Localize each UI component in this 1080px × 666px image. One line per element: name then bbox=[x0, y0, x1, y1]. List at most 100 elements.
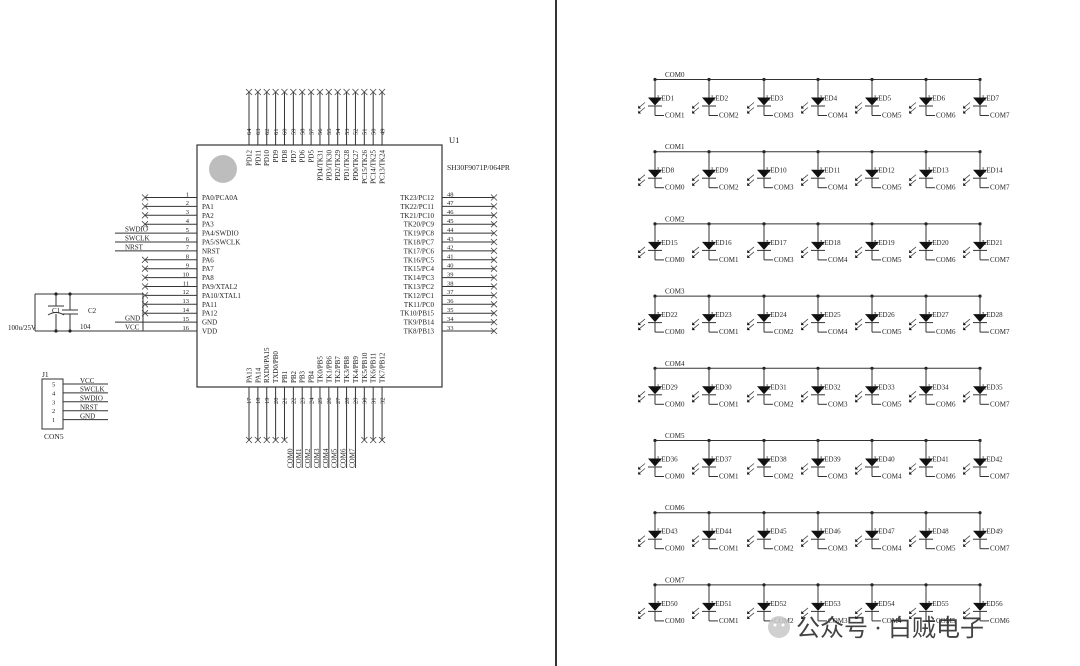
cathode-net-label: COM3 bbox=[774, 256, 794, 264]
cathode-net-label: COM1 bbox=[719, 256, 739, 264]
led-label: LED2 bbox=[711, 95, 729, 103]
pin1-marker bbox=[209, 155, 237, 183]
led-label: LED54 bbox=[874, 600, 895, 608]
pin-number: 20 bbox=[273, 398, 280, 405]
pin-number: 12 bbox=[183, 289, 190, 296]
row-com-label: COM6 bbox=[665, 504, 685, 512]
pin-name: VDD bbox=[202, 328, 217, 336]
pin-number: 50 bbox=[370, 129, 377, 136]
led-label: LED35 bbox=[982, 383, 1003, 391]
pin-number: 57 bbox=[308, 128, 315, 135]
led-diode-symbol bbox=[865, 530, 879, 539]
led-label: LED25 bbox=[820, 311, 841, 319]
led-diode-symbol bbox=[865, 602, 879, 611]
pin-name: PD3/TK30 bbox=[325, 150, 333, 181]
mcu-part-number: SH30F9071P/064PR bbox=[447, 163, 510, 172]
pin-number: 16 bbox=[183, 325, 190, 332]
row-com-label: COM7 bbox=[665, 576, 685, 584]
pin-name: PA2 bbox=[202, 212, 214, 220]
watermark: 公众号 · 白贼电子 bbox=[768, 615, 984, 642]
led-label: LED39 bbox=[820, 456, 841, 464]
led-diode-symbol bbox=[973, 602, 987, 611]
cathode-net-label: COM1 bbox=[719, 328, 739, 336]
connector-ref: J1 bbox=[42, 370, 49, 379]
led-label: LED45 bbox=[766, 528, 787, 536]
led-diode-symbol bbox=[648, 314, 662, 323]
led-label: LED13 bbox=[928, 167, 949, 175]
led-row-com7: COM7LED50COM0LED51COM1LED52COM2LED53COM3… bbox=[638, 576, 1010, 625]
pin-name: TK3/PB8 bbox=[343, 356, 351, 383]
pin-number: 23 bbox=[299, 398, 306, 405]
cathode-net-label: COM5 bbox=[936, 545, 956, 553]
pin-number: 55 bbox=[326, 129, 333, 136]
cathode-net-label: COM7 bbox=[990, 328, 1010, 336]
cathode-net-label: COM6 bbox=[990, 617, 1010, 625]
pin-name: TK2/PB7 bbox=[334, 356, 342, 383]
cathode-net-label: COM5 bbox=[882, 184, 902, 192]
pin-name: GND bbox=[202, 319, 217, 327]
cathode-net-label: COM7 bbox=[990, 184, 1010, 192]
pin-name: TK20/PC9 bbox=[404, 221, 435, 229]
led-label: LED5 bbox=[874, 95, 892, 103]
led-diode-symbol bbox=[973, 314, 987, 323]
led-diode-symbol bbox=[702, 241, 716, 250]
pin-name: PA13 bbox=[246, 367, 254, 383]
cathode-net-label: COM5 bbox=[936, 617, 956, 625]
led-label: LED1 bbox=[657, 95, 675, 103]
cathode-net-label: COM0 bbox=[665, 473, 685, 481]
led-diode-symbol bbox=[865, 97, 879, 106]
led-row-com2: COM2LED15COM0LED16COM1LED17COM3LED18COM4… bbox=[638, 215, 1010, 264]
pin-number: 63 bbox=[255, 129, 262, 136]
led-diode-symbol bbox=[973, 386, 987, 395]
pin-name: TK16/PC5 bbox=[404, 256, 435, 264]
pin-number: 5 bbox=[186, 227, 189, 234]
cathode-net-label: COM2 bbox=[774, 328, 794, 336]
connector-body bbox=[41, 378, 64, 430]
pin-name: PA9/XTAL2 bbox=[202, 283, 238, 291]
wechat-icon bbox=[768, 616, 790, 638]
cathode-net-label: COM7 bbox=[990, 545, 1010, 553]
pin-number: 56 bbox=[317, 128, 324, 135]
led-diode-symbol bbox=[702, 97, 716, 106]
pin-name: TK12/PC1 bbox=[404, 292, 435, 300]
led-label: LED44 bbox=[711, 528, 732, 536]
c2-value: 104 bbox=[80, 323, 91, 331]
net-label: COM4 bbox=[322, 448, 330, 468]
pin-name: PA10/XTAL1 bbox=[202, 292, 241, 300]
row-com-label: COM1 bbox=[665, 143, 685, 151]
pin-name: PD9 bbox=[272, 150, 280, 163]
row-com-label: COM0 bbox=[665, 71, 685, 79]
led-matrix: COM0LED1COM1LED2COM2LED3COM3LED4COM4LED5… bbox=[638, 71, 1010, 625]
net-label: SWCLK bbox=[80, 386, 105, 394]
led-label: LED10 bbox=[766, 167, 787, 175]
led-diode-symbol bbox=[648, 458, 662, 467]
pin-name: TK10/PB15 bbox=[400, 310, 434, 318]
led-diode-symbol bbox=[648, 386, 662, 395]
led-label: LED4 bbox=[820, 95, 838, 103]
pin-name: TK7/PB12 bbox=[379, 352, 387, 383]
cathode-net-label: COM3 bbox=[774, 112, 794, 120]
pin-number: 19 bbox=[264, 398, 271, 405]
led-diode-symbol bbox=[702, 314, 716, 323]
led-diode-symbol bbox=[811, 530, 825, 539]
cathode-net-label: COM1 bbox=[719, 617, 739, 625]
net-label: GND bbox=[125, 315, 140, 323]
